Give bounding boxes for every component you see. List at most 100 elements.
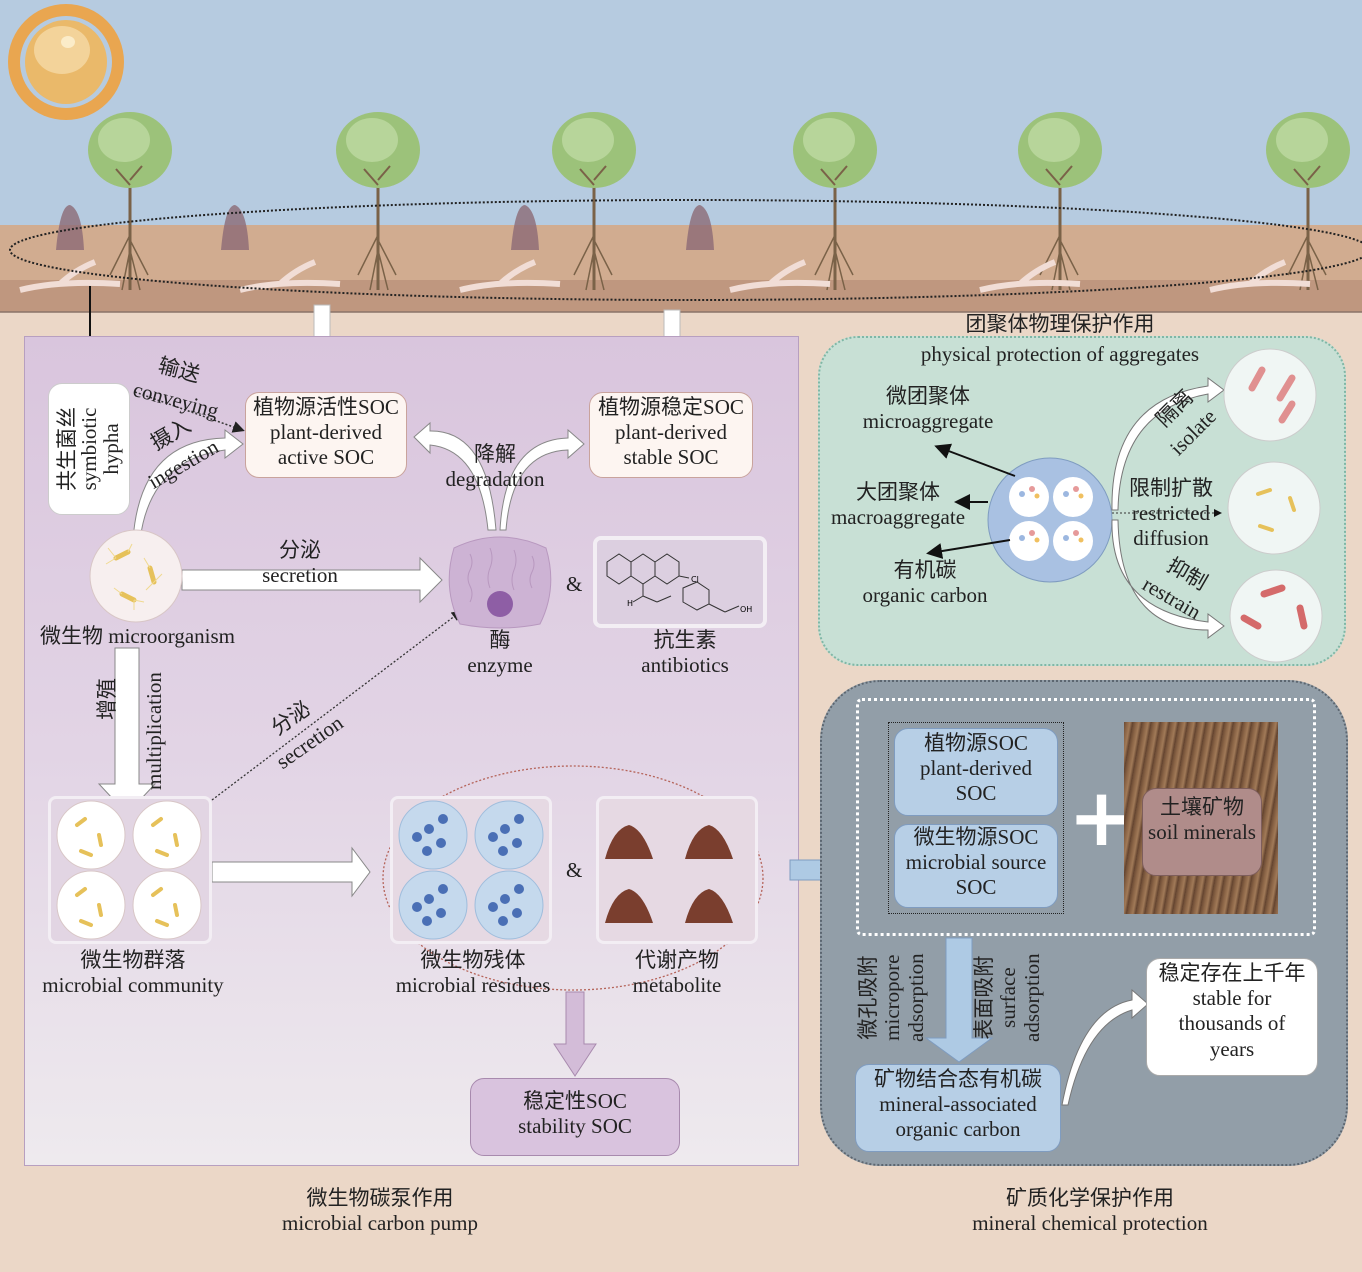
molecule-icon: Cl H OH [606,553,752,614]
stable-soc-en1: plant-derived [615,420,727,445]
metabolite-icon [596,796,758,944]
soc-sources-group [888,722,1064,914]
ampersand-2: & [566,858,583,882]
topsoil-layer [0,225,1362,280]
plant-soc-box: 植物源SOC plant-derived SOC [894,728,1058,816]
microaggregate-label: 微团聚体 microaggregate [850,384,1006,434]
microorganism-icon [89,529,183,623]
enzyme-label: 酶 enzyme [460,628,540,678]
macro-zh: 大团聚体 [856,480,940,504]
micro-en: microaggregate [862,409,994,434]
aggregates-title-zh: 团聚体物理保护作用 [965,312,1155,336]
maoc-en2: organic carbon [895,1117,1021,1142]
mineral-caption: 矿质化学保护作用 mineral chemical protection [940,1186,1240,1236]
microbial-community-icon [48,796,212,944]
mineral-caption-zh: 矿质化学保护作用 [1006,1186,1174,1210]
fungal-hypha-icon [729,259,831,293]
microorganism-zh: 微生物 [40,624,103,648]
mcp-caption-zh: 微生物碳泵作用 [306,1186,454,1210]
secretion1-zh: 分泌 [279,538,321,562]
tree-icon [793,112,877,291]
microbial-soc-en1: microbial source [905,850,1047,875]
focus-ellipse [9,199,1362,301]
micro-zh: 微团聚体 [886,384,970,408]
metabolite-en: metabolite [632,973,722,998]
secretion1-en: secretion [262,563,338,588]
soil-minerals-zh: 土壤矿物 [1160,795,1244,819]
stable-en1: stable for [1192,986,1272,1011]
sky [0,0,1362,225]
root-clump-icon [221,205,249,250]
svg-text:Cl: Cl [691,575,699,584]
multiplication-label: 增殖 [95,678,129,720]
enzyme-cell-icon [448,536,552,629]
hypha-label-en1: symbiotic [76,407,101,491]
hypha-label-en2: hypha [99,423,124,475]
restricted-label: 限制扩散 restricted diffusion [1116,476,1226,552]
surface-label: 表面吸附 surface adsorption [972,953,1044,1042]
enzyme-zh: 酶 [489,628,511,652]
fungal-hypha-icon [1209,259,1311,293]
organic-carbon-label: 有机碳 organic carbon [850,558,1000,608]
soil-landscape [0,0,1362,313]
sun-icon [8,4,124,120]
svg-text:OH: OH [740,605,752,614]
tree-icon [552,112,636,291]
root-clump-icon [511,205,539,250]
surface-zh: 表面吸附 [972,955,996,1040]
tree-icon [1018,112,1102,291]
microorganism-en: microorganism [108,624,236,648]
micropore-label: 微孔吸附 micropore adsorption [856,953,928,1042]
active-soc-en1: plant-derived [270,420,382,445]
active-soc-zh: 植物源活性SOC [253,395,399,419]
plant-soc-en1: plant-derived [920,756,1032,781]
secretion-label-1: 分泌 secretion [255,538,345,588]
carbon-en: organic carbon [862,583,988,608]
multiplication-en: multiplication [142,672,166,790]
active-soc-box: 植物源活性SOC plant-derived active SOC [245,392,407,478]
fungal-hypha-icon [239,259,341,293]
microbial-soc-en2: SOC [955,875,997,900]
plus-icon: + [1068,771,1136,864]
microorganism-label: 微生物 microorganism [40,624,235,649]
antibiotics-label: 抗生素 antibiotics [620,628,750,678]
mcp-caption: 微生物碳泵作用 microbial carbon pump [240,1186,520,1236]
antibiotics-en: antibiotics [641,653,729,678]
mineral-caption-en: mineral chemical protection [972,1211,1208,1236]
fungal-hypha-icon [459,259,561,293]
plant-soc-en2: SOC [955,781,997,806]
degradation-label: 降解 degradation [440,442,550,492]
restricted-zh: 限制扩散 [1129,476,1213,500]
stable-soc-zh: 植物源稳定SOC [598,395,744,419]
micropore-zh: 微孔吸附 [856,955,880,1040]
hypha-label-zh: 共生菌丝 [54,407,79,491]
degradation-zh: 降解 [474,442,516,466]
stability-soc-box: 稳定性SOC stability SOC [470,1078,680,1156]
soil-minerals-en: soil minerals [1148,820,1256,845]
stable-en2: thousands of [1178,1011,1286,1036]
carbon-zh: 有机碳 [893,558,957,582]
stable-years-box: 稳定存在上千年 stable for thousands of years [1146,958,1318,1076]
stable-zh: 稳定存在上千年 [1158,961,1306,985]
tree-icon [336,112,420,291]
metabolite-zh: 代谢产物 [635,948,719,972]
antibiotics-structure: Cl H OH [593,536,767,628]
residues-label: 微生物残体 microbial residues [378,948,568,998]
soc-mineral-group [856,698,1316,936]
microbial-soc-zh: 微生物源SOC [913,825,1039,849]
enzyme-en: enzyme [467,653,533,678]
aggregates-title-en: physical protection of aggregates [920,342,1200,366]
micropore-en2: adsorption [904,953,929,1042]
subsoil-layer [0,280,1362,312]
micropore-en1: micropore [880,954,905,1041]
restricted-en1: restricted [1131,501,1211,526]
maoc-box: 矿物结合态有机碳 mineral-associated organic carb… [855,1064,1061,1152]
stable-soc-en2: stable SOC [623,445,719,470]
maoc-zh: 矿物结合态有机碳 [874,1067,1042,1091]
surface-en2: adsorption [1020,953,1045,1042]
residues-en: microbial residues [395,973,551,998]
microbial-soc-box: 微生物源SOC microbial source SOC [894,824,1058,908]
active-soc-en2: active SOC [277,445,375,470]
mcp-caption-en: microbial carbon pump [282,1211,478,1236]
community-en: microbial community [42,973,224,998]
